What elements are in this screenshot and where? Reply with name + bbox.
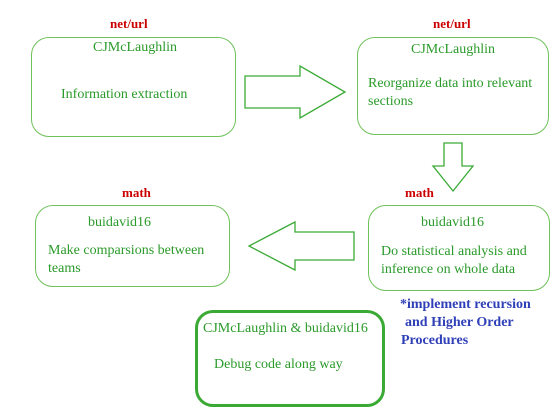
step-1-tag: net/url — [110, 16, 148, 31]
debug-text: Debug code along way — [214, 357, 343, 372]
step-3-text-line-1: Do statistical analysis and — [381, 244, 527, 259]
step-2-tag: net/url — [433, 16, 471, 31]
step-2-text-line-2: sections — [368, 94, 414, 109]
debug-authors: CJMcLaughlin & buidavid16 — [203, 321, 368, 336]
step-4-author: buidavid16 — [88, 215, 151, 230]
step-1-text: Information extraction — [61, 87, 188, 102]
arrow-right — [244, 64, 347, 120]
note-line-1: *implement recursion — [400, 297, 531, 312]
step-2-text-line-1: Reorganize data into relevant — [368, 76, 533, 91]
step-3-author: buidavid16 — [421, 215, 484, 230]
step-3-tag: math — [405, 185, 434, 200]
arrow-left — [247, 220, 355, 272]
note-line-2: and Higher Order — [405, 315, 514, 330]
step-2-box — [357, 37, 549, 135]
step-4-text-line-2: teams — [48, 261, 81, 276]
step-4-tag: math — [122, 185, 151, 200]
debug-box — [195, 310, 385, 407]
step-2-author: CJMcLaughlin — [411, 42, 495, 57]
note-line-3: Procedures — [401, 333, 469, 348]
step-4-box — [35, 205, 230, 287]
arrow-down — [431, 142, 475, 193]
step-3-box — [368, 205, 550, 291]
step-1-box — [31, 37, 236, 137]
step-1-author: CJMcLaughlin — [93, 40, 177, 55]
step-3-text-line-2: inference on whole data — [381, 262, 516, 277]
step-4-text-line-1: Make comparsions between — [48, 243, 205, 258]
